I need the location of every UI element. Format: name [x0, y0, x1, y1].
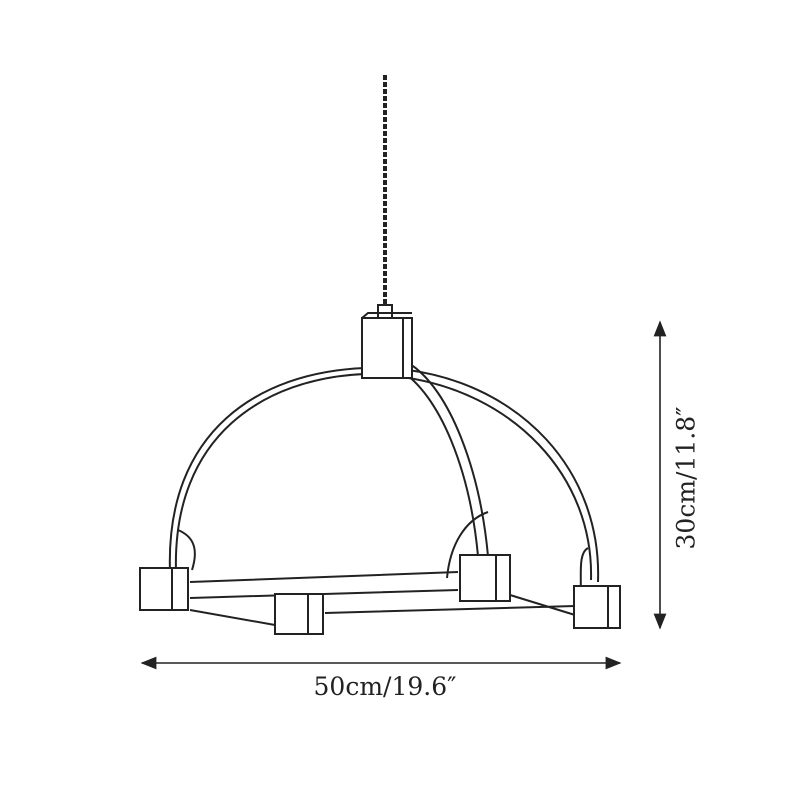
cube-left	[139, 567, 189, 611]
cube-front-right	[459, 554, 511, 602]
canopy-block	[361, 317, 413, 379]
width-label: 50cm/19.6″	[313, 672, 457, 701]
cube-far-right	[573, 585, 621, 629]
outer-arc	[168, 367, 600, 583]
cord	[377, 75, 393, 320]
rods	[177, 529, 589, 626]
cube-front-middle	[274, 593, 324, 635]
inner-arm	[399, 363, 489, 579]
height-label: 30cm/11.8″	[671, 406, 701, 550]
